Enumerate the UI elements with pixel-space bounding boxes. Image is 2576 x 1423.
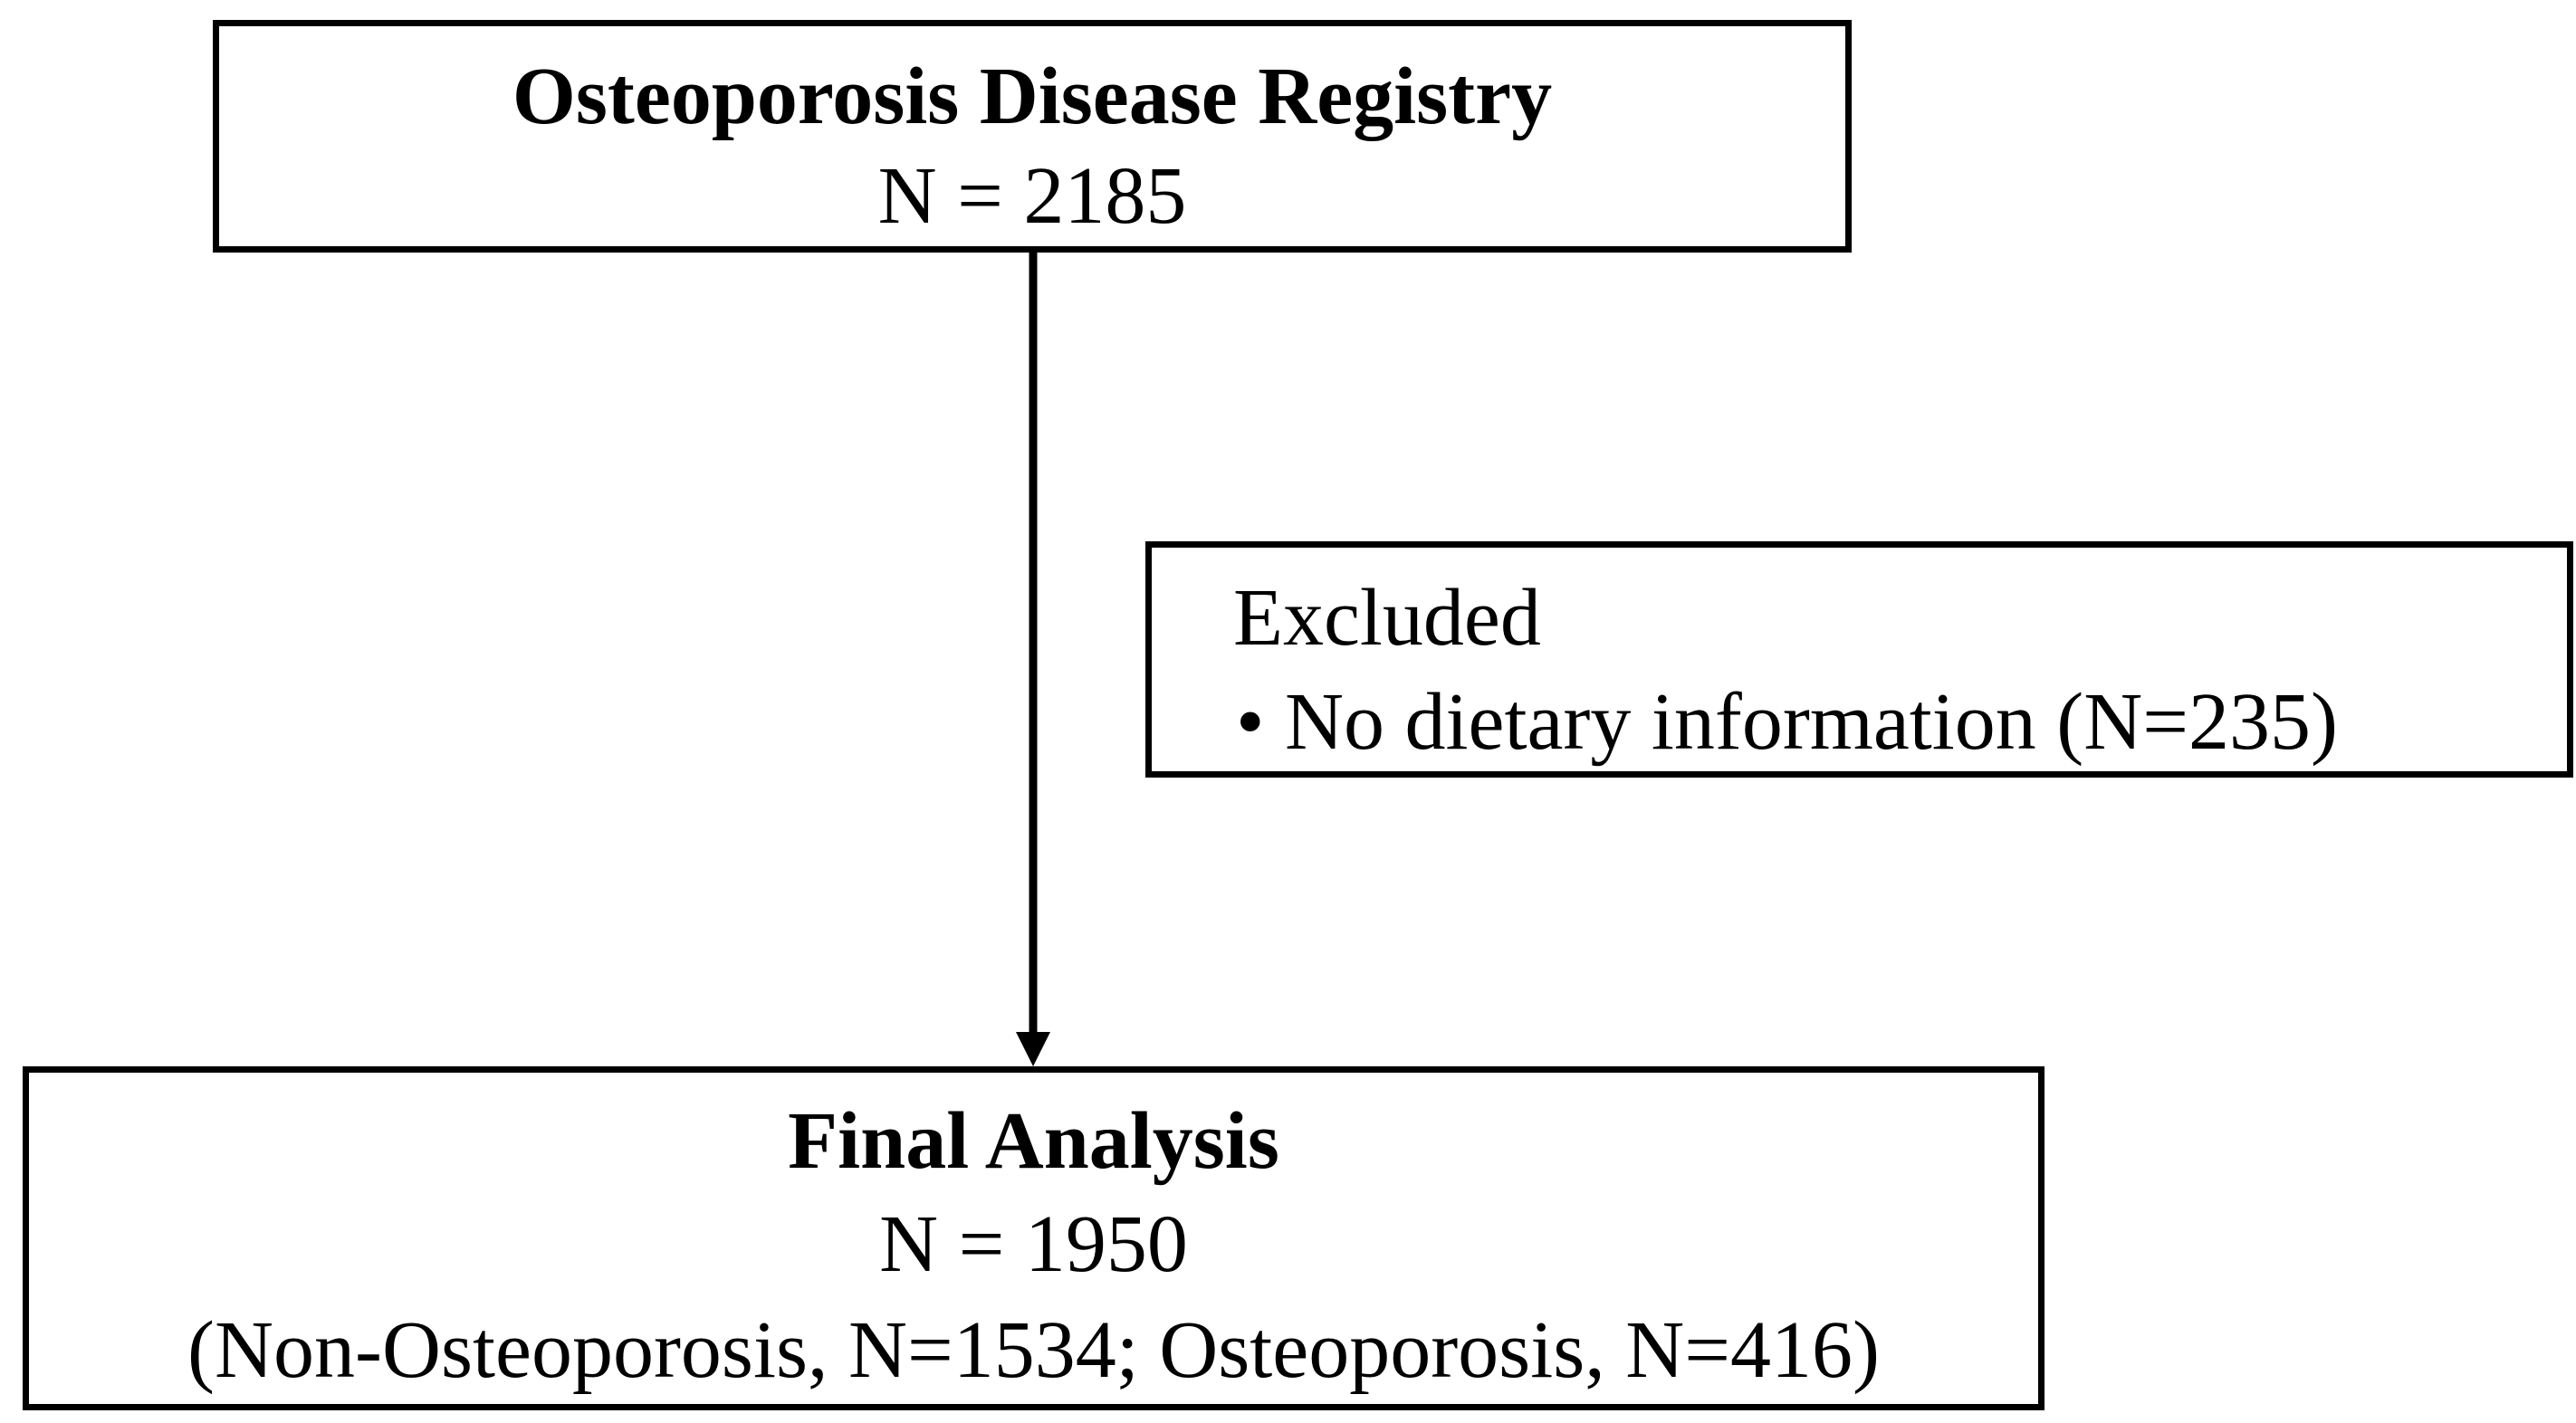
final-analysis-box: Final Analysis N = 1950 (Non-Osteoporosi… (23, 1066, 2045, 1410)
excluded-item: • No dietary information (N=235) (1236, 677, 2338, 767)
registry-count: N = 2185 (877, 151, 1187, 241)
registry-title: Osteoporosis Disease Registry (512, 52, 1553, 141)
registry-box: Osteoporosis Disease Registry N = 2185 (213, 20, 1852, 253)
final-count: N = 1950 (879, 1199, 1188, 1289)
excluded-box: Excluded • No dietary information (N=235… (1145, 541, 2573, 778)
final-breakdown: (Non-Osteoporosis, N=1534; Osteoporosis,… (187, 1305, 1880, 1395)
final-title: Final Analysis (788, 1096, 1279, 1186)
excluded-title: Excluded (1233, 573, 1541, 663)
flow-arrow-head (1016, 1032, 1050, 1066)
